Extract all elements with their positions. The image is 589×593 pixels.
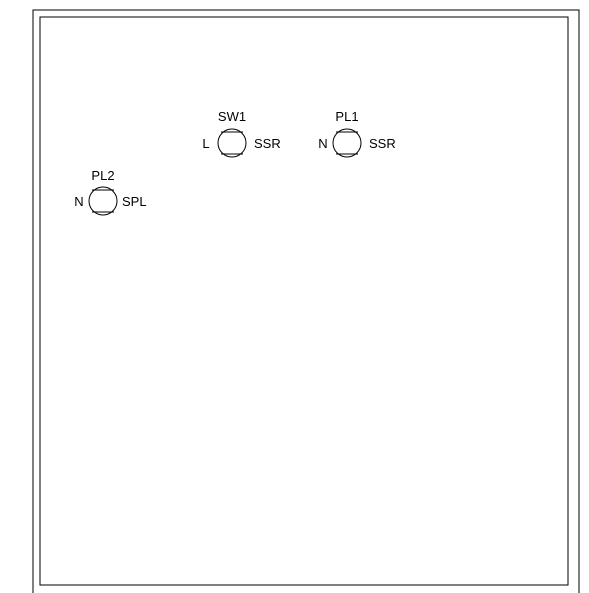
- pilot-light-symbol-icon: [332, 128, 362, 158]
- switch-symbol-icon: [217, 128, 247, 158]
- pilot-light-pl1: PL1 N SSR: [318, 109, 396, 158]
- pin-label-left: N: [318, 136, 327, 151]
- component-ref: PL1: [335, 109, 358, 124]
- pin-label-right: SSR: [369, 136, 396, 151]
- pilot-light-symbol-icon: [88, 186, 118, 216]
- pin-label-left: N: [74, 194, 83, 209]
- switch-sw1: SW1 L SSR: [202, 109, 281, 158]
- pilot-light-pl2: PL2 N SPL: [74, 168, 147, 216]
- component-ref: PL2: [91, 168, 114, 183]
- pin-label-right: SSR: [254, 136, 281, 151]
- pin-label-right: SPL: [122, 194, 147, 209]
- component-ref: SW1: [218, 109, 246, 124]
- panel-border: [39, 16, 569, 586]
- pin-label-left: L: [202, 136, 209, 151]
- outer-frame: [32, 9, 580, 593]
